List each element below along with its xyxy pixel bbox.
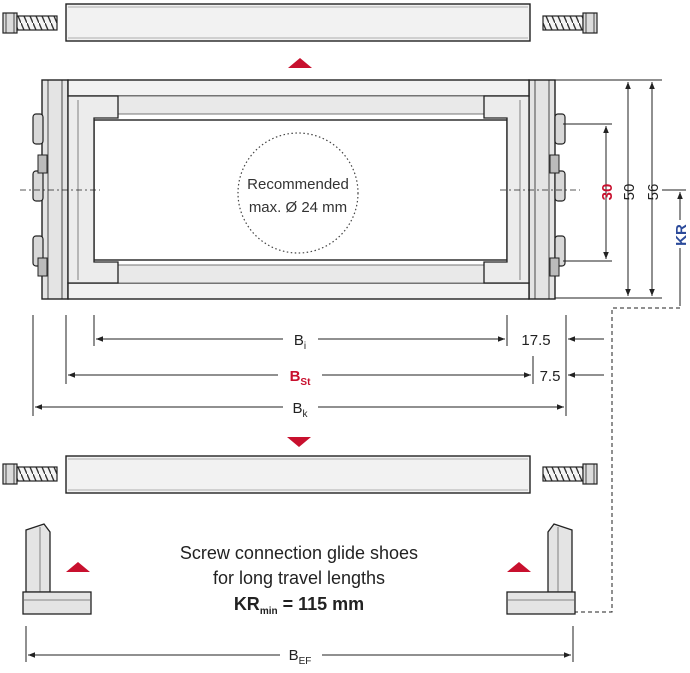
dim-17-5-label: 17.5 bbox=[521, 332, 550, 349]
screw-icon bbox=[2, 463, 58, 485]
caption-line-2: for long travel lengths bbox=[213, 568, 385, 588]
up-triangle-icon bbox=[66, 562, 90, 572]
height-50-label: 50 bbox=[621, 184, 638, 201]
glide-shoe-left bbox=[22, 523, 92, 615]
height-30-label: 30 bbox=[599, 184, 616, 201]
glide-shoe-right bbox=[506, 523, 576, 615]
horizontal-dimensions bbox=[32, 315, 604, 416]
bef-label: BEF bbox=[289, 647, 312, 667]
caption-line-1: Screw connection glide shoes bbox=[180, 543, 418, 563]
bef-dimension bbox=[25, 626, 574, 662]
vertical-dimensions bbox=[555, 79, 686, 299]
recommended-diameter-label: max. Ø 24 mm bbox=[249, 199, 347, 216]
bst-label: BSt bbox=[290, 368, 312, 388]
bi-label: Bi bbox=[294, 332, 306, 352]
up-triangle-icon bbox=[507, 562, 531, 572]
screw-icon bbox=[542, 12, 598, 34]
recommended-cable-circle bbox=[237, 132, 359, 254]
screw-icon bbox=[2, 12, 58, 34]
bk-label: Bk bbox=[292, 400, 308, 420]
top-crossbar bbox=[2, 3, 598, 42]
recommended-label: Recommended bbox=[247, 176, 349, 193]
up-triangle-icon bbox=[288, 58, 312, 68]
kr-dashed-guide bbox=[575, 307, 680, 613]
caption-kr-min: KRmin = 115 mm bbox=[234, 594, 364, 617]
bottom-crossbar bbox=[2, 455, 598, 494]
chain-link-frame bbox=[20, 79, 580, 300]
height-56-label: 56 bbox=[645, 184, 662, 201]
screw-icon bbox=[542, 463, 598, 485]
dim-7-5-label: 7.5 bbox=[540, 368, 561, 385]
kr-label: KR bbox=[673, 224, 690, 246]
down-triangle-icon bbox=[287, 437, 311, 447]
